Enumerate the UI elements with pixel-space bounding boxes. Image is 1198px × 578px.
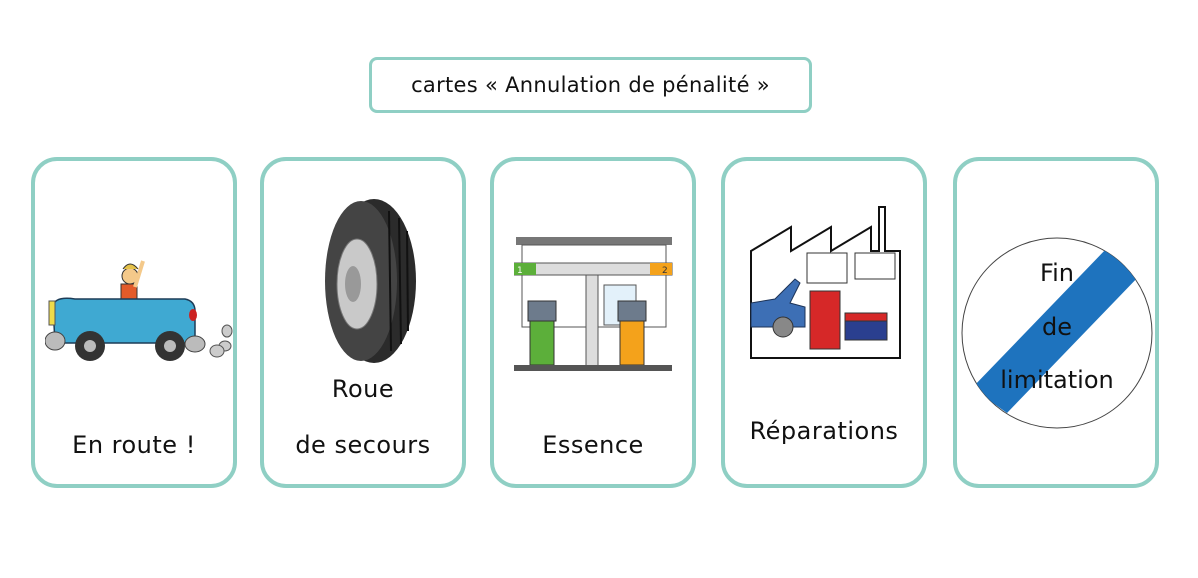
gas-station-icon: 1 2: [514, 237, 673, 371]
svg-text:1: 1: [517, 266, 523, 276]
page-title: cartes « Annulation de pénalité »: [369, 57, 812, 113]
sign-text-line3: limitation: [1000, 366, 1113, 394]
tire-icon: [325, 199, 416, 363]
card-label: Réparations: [749, 417, 899, 445]
end-of-limit-sign-icon: Fin de limitation: [961, 237, 1153, 429]
card-label: En route !: [72, 431, 196, 459]
card-label-line2: de secours: [295, 431, 431, 459]
card-fin-de-limitation[interactable]: Fin de limitation: [953, 157, 1159, 488]
sign-text-line2: de: [1042, 313, 1072, 341]
card-reparations[interactable]: Réparations: [721, 157, 927, 488]
card-label-line1: Roue: [331, 375, 395, 403]
card-essence[interactable]: 1 2 Essence: [490, 157, 696, 488]
card-en-route[interactable]: En route !: [31, 157, 237, 488]
title-text: cartes « Annulation de pénalité »: [411, 73, 770, 97]
sign-text-line1: Fin: [1040, 259, 1074, 287]
svg-text:2: 2: [662, 266, 668, 276]
card-roue-de-secours[interactable]: Roue de secours: [260, 157, 466, 488]
car-icon: [45, 260, 233, 361]
card-label: Essence: [542, 431, 644, 459]
garage-icon: [750, 206, 901, 359]
